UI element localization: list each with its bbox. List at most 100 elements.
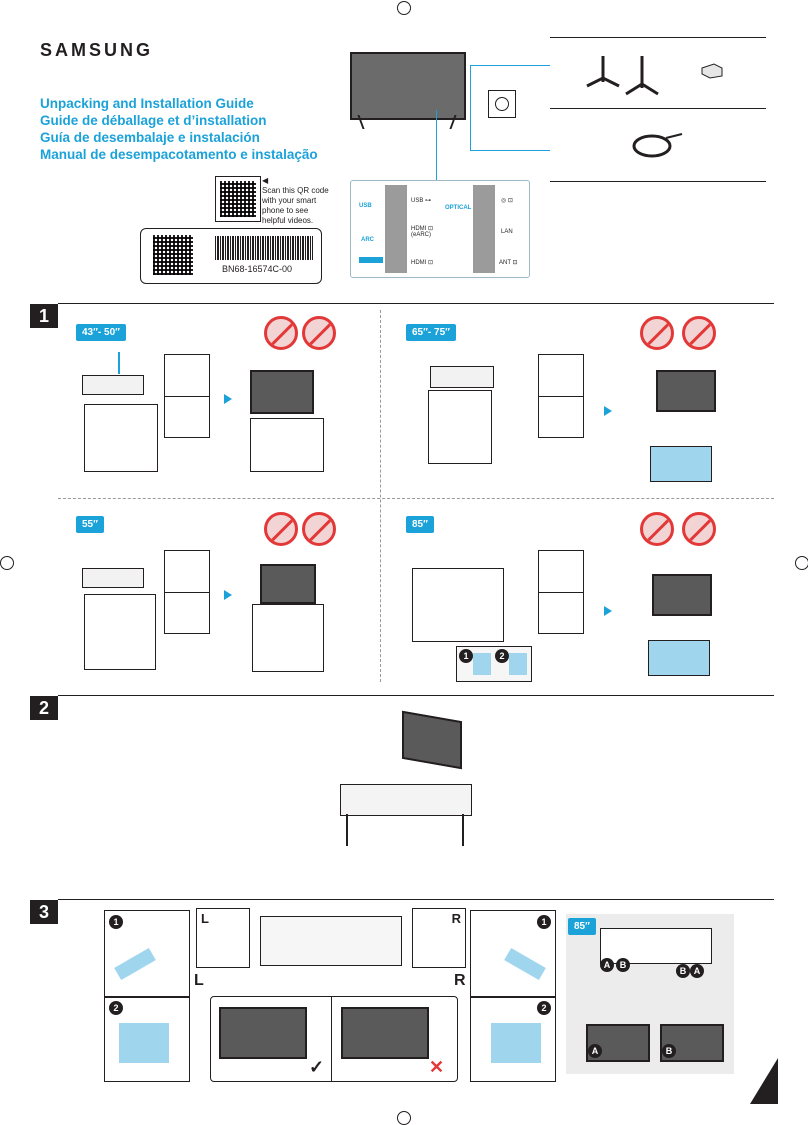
- cross-icon: ✕: [429, 1057, 445, 1077]
- detail-callout: [650, 446, 712, 482]
- size-tag-85: 85″: [568, 918, 596, 935]
- foam-insert-icon: [82, 375, 144, 395]
- right-step-1-panel: 1: [470, 910, 556, 998]
- badge-b-tv: B: [662, 1044, 676, 1058]
- port-optical-text: ◎ ⊡: [501, 198, 513, 204]
- stand-leg-right-icon: [622, 52, 662, 100]
- port-ant-text: ANT ⊡: [499, 260, 518, 266]
- tv-lift-illustration: [656, 370, 716, 412]
- ports-panel: USB ARC USB ⊶ HDMI ⊡ (eARC) HDMI ⊡ OPTIC…: [350, 180, 530, 278]
- no-touch-screen-icon: [264, 316, 298, 350]
- port-hdmi-earc-text: HDMI ⊡ (eARC): [411, 226, 434, 238]
- parts-box: [164, 354, 210, 438]
- part-number: BN68-16574C-00: [222, 264, 293, 274]
- next-arrow-icon: [604, 406, 612, 416]
- port-usb-label: USB: [359, 203, 372, 209]
- badge-a-right: A: [690, 964, 704, 978]
- no-touch-screen-icon: [640, 316, 674, 350]
- step-1-badge: 1: [537, 915, 551, 929]
- badge-a: A: [600, 958, 614, 972]
- step-1-badge: 1: [459, 649, 473, 663]
- tv-placement-illustration: [402, 710, 462, 770]
- tv-box-icon: [84, 594, 156, 670]
- step-1-badge: 1: [109, 915, 123, 929]
- section-1-number: 1: [30, 304, 58, 328]
- side-r-letter: R: [454, 972, 466, 989]
- label-qr-icon: [153, 235, 193, 275]
- section-3-number: 3: [30, 900, 58, 924]
- section-2-number: 2: [30, 696, 58, 720]
- leg-l-letter: L: [201, 911, 209, 926]
- badge-b: B: [616, 958, 630, 972]
- next-arrow-icon: [604, 606, 612, 616]
- tv-back-85-illustration: [600, 928, 712, 964]
- table-icon: [340, 784, 472, 816]
- register-mark-icon: [0, 556, 14, 570]
- callout-line-cable: [470, 150, 550, 151]
- no-touch-screen-icon: [640, 512, 674, 546]
- correct-tv-icon: [219, 1007, 307, 1059]
- hdmi-icon: [359, 257, 383, 263]
- no-press-screen-icon: [682, 512, 716, 546]
- power-cable-icon: [628, 128, 684, 164]
- incorrect-tv-icon: [341, 1007, 429, 1059]
- no-press-screen-icon: [682, 316, 716, 350]
- tv-lift-illustration: [652, 574, 712, 616]
- qr-frame: [215, 176, 261, 222]
- step-2-badge: 2: [537, 1001, 551, 1015]
- size-tag-55: 55″: [76, 516, 104, 533]
- empty-box-icon: [252, 604, 324, 672]
- empty-box-icon: [250, 418, 324, 472]
- right-step-2-panel: 2: [470, 996, 556, 1082]
- tv-back-illustration: [260, 916, 402, 966]
- next-arrow-icon: [224, 590, 232, 600]
- size-tag-65-75: 65″- 75″: [406, 324, 456, 341]
- step-2-badge: 2: [495, 649, 509, 663]
- title-en: Unpacking and Installation Guide: [40, 96, 254, 111]
- page-turn-icon: [750, 1058, 778, 1104]
- register-mark-icon: [397, 1, 411, 15]
- leg-r-letter: R: [451, 911, 461, 926]
- section-3-rule: [58, 899, 774, 900]
- left-step-1-panel: 1: [104, 910, 190, 998]
- title-es: Guía de desembalaje e instalación: [40, 130, 260, 145]
- port-column-2: [473, 185, 495, 273]
- badge-a-tv: A: [588, 1044, 602, 1058]
- left-step-2-panel: 2: [104, 996, 190, 1082]
- wall-outlet-icon: [488, 90, 516, 118]
- parts-box: [538, 550, 584, 634]
- guide-titles: Unpacking and Installation Guide Guide d…: [40, 95, 318, 163]
- caret-icon: ◀: [262, 176, 269, 185]
- side-l-letter: L: [194, 972, 204, 989]
- title-fr: Guide de déballage et d’installation: [40, 113, 267, 128]
- stand-guide-icon: [700, 62, 724, 80]
- size-85-panel: 85″ A B B A A B: [566, 914, 734, 1074]
- no-press-screen-icon: [302, 512, 336, 546]
- section-1-rule: [58, 303, 774, 304]
- lift-arrow-icon: [118, 352, 120, 374]
- section-2-rule: [58, 695, 774, 696]
- port-arc-label: ARC: [361, 237, 374, 243]
- leg-l-panel: L: [196, 908, 250, 968]
- badge-b-right: B: [676, 964, 690, 978]
- foam-insert-icon: [82, 568, 144, 588]
- leg-r-panel: R: [412, 908, 466, 968]
- detail-callout: [648, 640, 710, 676]
- title-pt: Manual de desempacotamento e instalação: [40, 147, 318, 162]
- callout-line: [436, 110, 437, 180]
- tv-lift-illustration: [260, 564, 316, 604]
- port-optical-label: OPTICAL: [445, 205, 472, 211]
- no-press-screen-icon: [302, 316, 336, 350]
- clip-release-steps: 1 2: [456, 646, 532, 682]
- brand-logo: SAMSUNG: [40, 40, 154, 60]
- size-tag-85: 85″: [406, 516, 434, 533]
- parts-box: [538, 354, 584, 438]
- foam-insert-icon: [430, 366, 494, 388]
- stand-leg-left-icon: [583, 52, 623, 92]
- leg-orientation-compare: ✓ ✕: [210, 996, 458, 1082]
- tv-box-icon: [412, 568, 504, 642]
- port-lan-text: LAN: [501, 229, 513, 235]
- size-tag-43-50: 43″- 50″: [76, 324, 126, 341]
- port-usb-text: USB ⊶: [411, 198, 432, 204]
- barcode-icon: [215, 236, 313, 260]
